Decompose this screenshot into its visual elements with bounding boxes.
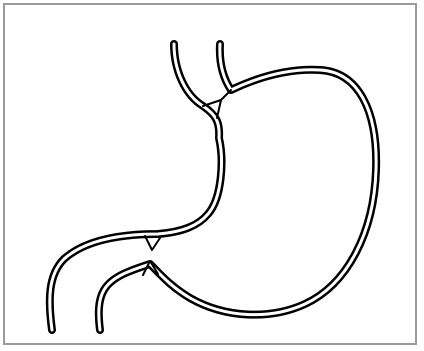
stomach-outer-contour-inner-line <box>50 44 222 330</box>
stomach-illustration <box>50 44 376 330</box>
stomach-outer-contour <box>50 44 222 330</box>
